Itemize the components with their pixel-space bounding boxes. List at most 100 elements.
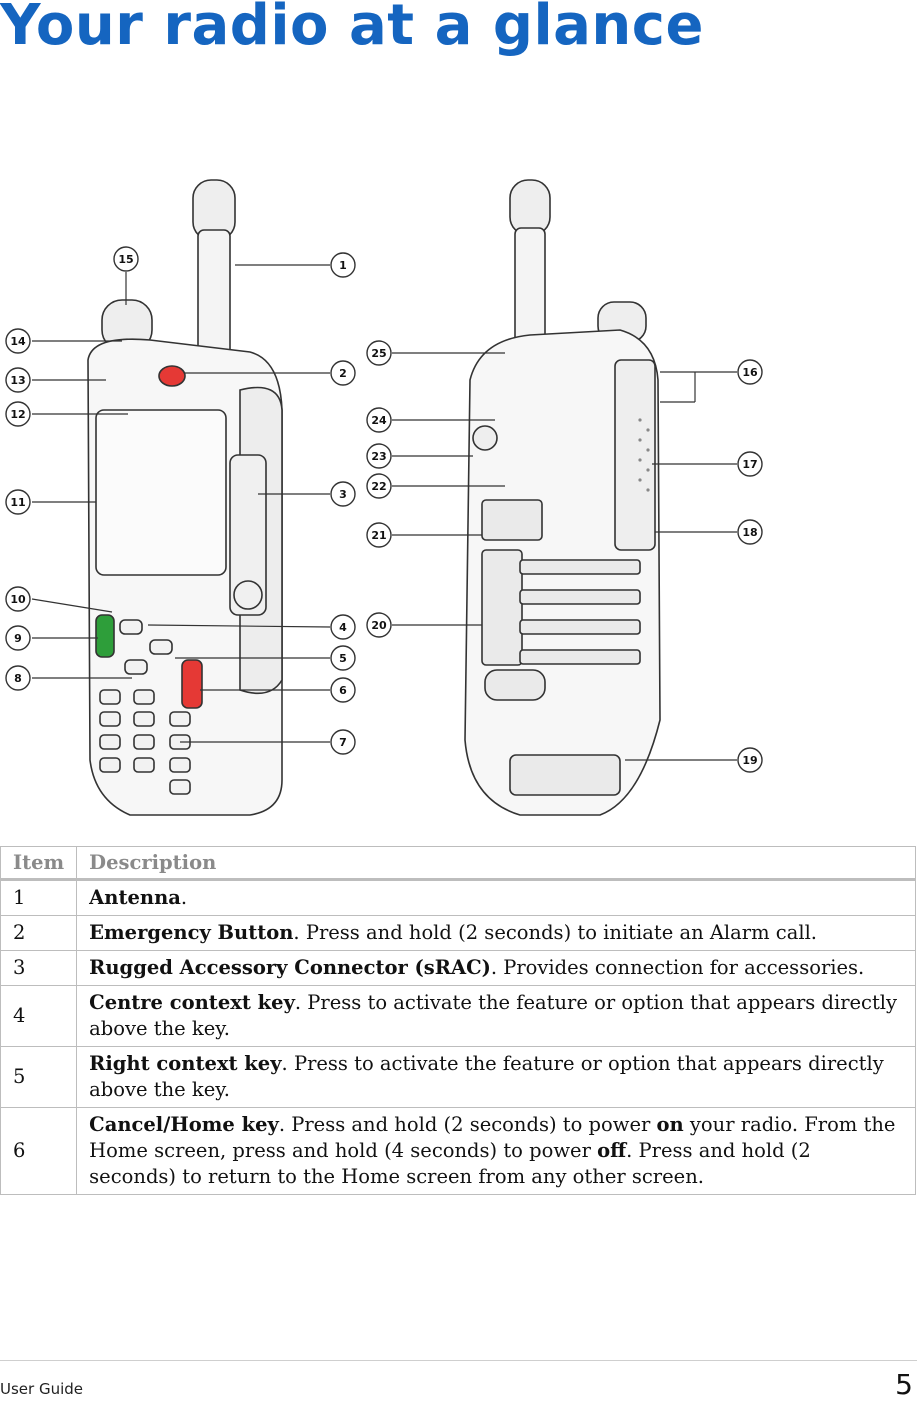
page-number: 5	[895, 1368, 913, 1401]
item-text: . Press and hold (2 seconds) to return t…	[89, 1139, 811, 1188]
callout-label: 7	[339, 736, 347, 749]
callout-label: 5	[339, 652, 347, 665]
power-off-term: off	[597, 1139, 627, 1162]
callout-label: 18	[742, 526, 757, 539]
item-name: Emergency Button	[89, 921, 294, 944]
callout-label: 20	[371, 619, 387, 632]
item-text: .	[180, 886, 188, 909]
callout-circle	[366, 473, 392, 499]
item-text: . Provides connection for accessories.	[490, 956, 865, 979]
radio-illustration: 1234567891011121314151617181920212223242…	[5, 179, 763, 816]
callout-circle	[113, 246, 139, 272]
item-number: 2	[0, 915, 78, 951]
item-name: Cancel/Home key	[89, 1113, 279, 1136]
items-table: Item Description 1 Antenna. 2 Emergency …	[0, 846, 916, 1195]
callout-circle	[366, 407, 392, 433]
callout-circle	[5, 665, 31, 691]
callout-circle	[737, 747, 763, 773]
back-antenna	[509, 179, 551, 236]
callout-circle	[5, 625, 31, 651]
callout-circle	[330, 614, 356, 640]
callout-circle	[737, 359, 763, 385]
callout-label: 11	[10, 496, 25, 509]
item-name: Antenna	[89, 886, 181, 909]
table-row: 1 Antenna.	[0, 879, 916, 916]
page-title: Your radio at a glance	[0, 0, 704, 58]
callout-circle	[737, 451, 763, 477]
callout-label: 12	[10, 408, 25, 421]
callout-label: 24	[371, 414, 387, 427]
bottom-connector	[509, 754, 621, 796]
power-on-term: on	[656, 1113, 684, 1136]
item-name: Right context key	[89, 1052, 282, 1075]
callout-label: 21	[371, 529, 386, 542]
item-number: 1	[0, 879, 78, 916]
callout-circle	[330, 729, 356, 755]
callout-label: 15	[118, 253, 133, 266]
item-name: Rugged Accessory Connector (sRAC)	[89, 956, 491, 979]
callout-circle	[366, 612, 392, 638]
front-display	[95, 409, 227, 576]
callout-circle	[330, 481, 356, 507]
item-number: 6	[0, 1107, 78, 1195]
item-text: . Press and hold (2 seconds) to initiate…	[293, 921, 818, 944]
item-description: Right context key. Press to activate the…	[76, 1046, 916, 1108]
callout-circle	[330, 252, 356, 278]
callout-label: 23	[371, 450, 386, 463]
item-text: . Press and hold (2 seconds) to power	[278, 1113, 657, 1136]
callout-label: 4	[339, 621, 347, 634]
callout-label: 9	[14, 632, 22, 645]
table-row: 3 Rugged Accessory Connector (sRAC). Pro…	[0, 950, 916, 986]
column-header-description: Description	[76, 846, 916, 881]
callout-circle	[5, 489, 31, 515]
accessory-connector	[229, 454, 267, 616]
item-description: Antenna.	[76, 879, 916, 916]
table-row: 6 Cancel/Home key. Press and hold (2 sec…	[0, 1107, 916, 1195]
callout-circle	[330, 360, 356, 386]
callout-circle	[366, 522, 392, 548]
callout-circle	[366, 340, 392, 366]
callout-label: 16	[742, 366, 758, 379]
callout-label: 25	[371, 347, 386, 360]
callout-circle	[5, 401, 31, 427]
item-description: Emergency Button. Press and hold (2 seco…	[76, 915, 916, 951]
callout-circle	[5, 586, 31, 612]
callout-circle	[330, 677, 356, 703]
callout-label: 8	[14, 672, 22, 685]
table-row: 4 Centre context key. Press to activate …	[0, 985, 916, 1047]
callout-label: 22	[371, 480, 386, 493]
item-text: . Press to activate the feature or optio…	[89, 991, 898, 1040]
table-header-row: Item Description	[0, 846, 916, 881]
item-number: 5	[0, 1046, 78, 1108]
callout-circle	[5, 367, 31, 393]
callout-label: 2	[339, 367, 347, 380]
back-side-panel	[614, 359, 656, 551]
callout-circle	[330, 645, 356, 671]
callout-circle	[737, 519, 763, 545]
emergency-button	[158, 365, 186, 387]
item-text: your radio. From the Home screen, press …	[89, 1113, 896, 1162]
callout-label: 10	[10, 593, 26, 606]
table-row: 2 Emergency Button. Press and hold (2 se…	[0, 915, 916, 951]
item-number: 4	[0, 985, 78, 1047]
table-row: 5 Right context key. Press to activate t…	[0, 1046, 916, 1108]
callout-label: 6	[339, 684, 347, 697]
item-name: Centre context key	[89, 991, 295, 1014]
item-description: Cancel/Home key. Press and hold (2 secon…	[76, 1107, 916, 1195]
callout-label: 14	[10, 335, 26, 348]
item-text: . Press to activate the feature or optio…	[89, 1052, 884, 1101]
footer-divider	[0, 1360, 917, 1361]
item-description: Rugged Accessory Connector (sRAC). Provi…	[76, 950, 916, 986]
footer-label: User Guide	[0, 1380, 84, 1398]
callout-label: 17	[742, 458, 757, 471]
column-header-item: Item	[0, 846, 78, 881]
item-number: 3	[0, 950, 78, 986]
callout-circle	[5, 328, 31, 354]
callout-label: 13	[10, 374, 25, 387]
callout-circle	[366, 443, 392, 469]
callout-label: 19	[742, 754, 757, 767]
item-description: Centre context key. Press to activate th…	[76, 985, 916, 1047]
cancel-key	[181, 659, 203, 709]
callout-label: 3	[339, 488, 347, 501]
callout-label: 1	[339, 259, 347, 272]
